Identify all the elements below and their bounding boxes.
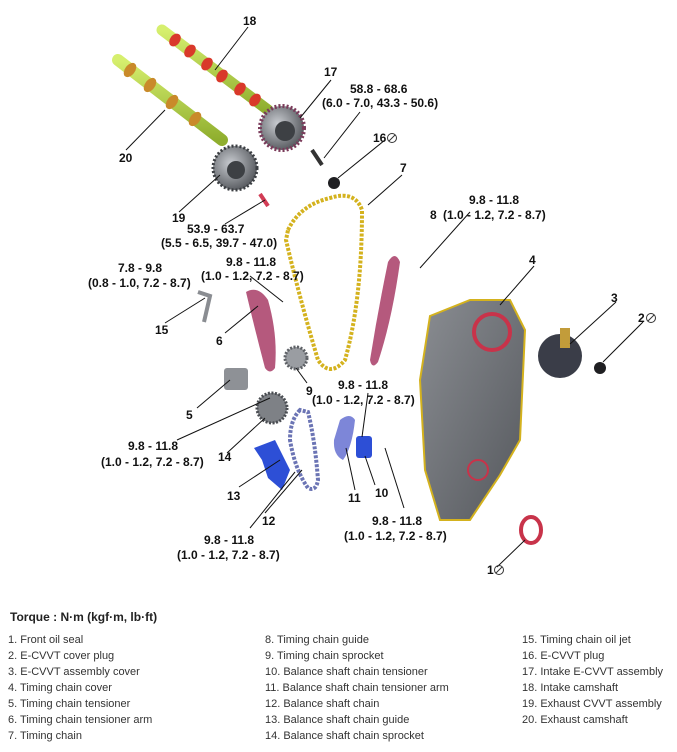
callout-4: 4 [529, 253, 536, 267]
timing-chain [283, 193, 365, 371]
torque-17-nm: 58.8 - 68.6 [350, 82, 408, 96]
balance-shaft-chain-tensioner-arm [333, 416, 355, 460]
timing-chain-tensioner-arm [246, 289, 276, 372]
legend-item: 15. Timing chain oil jet [522, 634, 631, 646]
legend-item: 19. Exhaust CVVT assembly [522, 698, 662, 710]
torque-19-kgf: (5.5 - 6.5, 39.7 - 47.0) [161, 236, 277, 250]
exhaust-cvvt-assembly [211, 144, 259, 192]
callout-19: 19 [172, 211, 186, 225]
callout-18: 18 [243, 14, 257, 28]
legend-item: 14. Balance shaft chain sprocket [265, 730, 424, 742]
leader-lines [125, 26, 644, 568]
balance-shaft-chain-tensioner [356, 436, 372, 458]
reuse-prohibited-icon [494, 565, 504, 575]
legend-column-2: 8. Timing chain guide 9. Timing chain sp… [265, 632, 522, 744]
torque-14-kgf: (1.0 - 1.2, 7.2 - 8.7) [101, 455, 204, 469]
callout-15: 15 [155, 323, 169, 337]
timing-chain-cover [418, 299, 527, 521]
torque-9-nm: 9.8 - 11.8 [338, 378, 388, 392]
torque-10-nm: 9.8 - 11.8 [372, 514, 422, 528]
legend-item: 1. Front oil seal [8, 634, 84, 646]
callout-7: 7 [400, 161, 407, 175]
cvvt-bolt [258, 192, 270, 208]
torque-19-nm: 53.9 - 63.7 [187, 222, 245, 236]
legend-item: 5. Timing chain tensioner [8, 698, 131, 710]
balance-shaft-chain [287, 407, 321, 491]
torque-14-nm: 9.8 - 11.8 [128, 439, 178, 453]
torque-8-nm: 9.8 - 11.8 [469, 193, 519, 207]
torque-8-kgf: (1.0 - 1.2, 7.2 - 8.7) [443, 208, 546, 222]
torque-17-kgf: (6.0 - 7.0, 43.3 - 50.6) [322, 96, 438, 110]
torque-12-nm: 9.8 - 11.8 [204, 533, 254, 547]
torque-15-kgf: (0.8 - 1.0, 7.2 - 8.7) [88, 276, 191, 290]
timing-chain-tensioner [224, 368, 248, 390]
legend-item: 6. Timing chain tensioner arm [8, 714, 153, 726]
torque-12-kgf: (1.0 - 1.2, 7.2 - 8.7) [177, 548, 280, 562]
ecvvt-plug [328, 177, 340, 189]
callout-12: 12 [262, 514, 276, 528]
callout-3: 3 [611, 291, 618, 305]
legend-item: 20. Exhaust camshaft [522, 714, 628, 726]
legend-title: Torque : N·m (kgf·m, lb·ft) [10, 610, 158, 624]
legend-column-1: 1. Front oil seal 2. E-CVVT cover plug 3… [8, 632, 265, 744]
legend-item: 10. Balance shaft chain tensioner [265, 666, 428, 678]
legend-item: 18. Intake camshaft [522, 682, 618, 694]
legend-item: 16. E-CVVT plug [522, 650, 605, 662]
callout-16: 16 [373, 131, 387, 145]
timing-chain-guide [370, 256, 400, 366]
callout-2: 2 [638, 311, 645, 325]
legend-item: 17. Intake E-CVVT assembly [522, 666, 664, 678]
callout-6: 6 [216, 334, 223, 348]
cover-seal-bore [467, 459, 489, 481]
torque-15-nm: 7.8 - 9.8 [118, 261, 162, 275]
callout-5: 5 [186, 408, 193, 422]
legend-item: 9. Timing chain sprocket [265, 650, 384, 662]
torque-6-nm: 9.8 - 11.8 [226, 255, 276, 269]
ecvvt-cover-plug [594, 362, 606, 374]
callout-11: 11 [348, 491, 361, 505]
exploded-view-diagram: 18 17 58.8 - 68.6 (6.0 - 7.0, 43.3 - 50.… [88, 14, 656, 577]
legend-item: 4. Timing chain cover [8, 682, 112, 694]
legend-item: 8. Timing chain guide [265, 634, 369, 646]
callout-13: 13 [227, 489, 241, 503]
legend-column-3: 15. Timing chain oil jet 16. E-CVVT plug… [522, 632, 673, 744]
callout-1: 1 [487, 563, 494, 577]
callout-8: 8 [430, 208, 437, 222]
exhaust-camshaft [112, 54, 228, 146]
torque-9-kgf: (1.0 - 1.2, 7.2 - 8.7) [312, 393, 415, 407]
reuse-prohibited-icon [646, 313, 656, 323]
front-oil-seal [519, 515, 543, 545]
torque-6-kgf: (1.0 - 1.2, 7.2 - 8.7) [201, 269, 304, 283]
legend-item: 3. E-CVVT assembly cover [8, 666, 140, 678]
ecvvt-assembly-cover [538, 328, 582, 378]
torque-10-kgf: (1.0 - 1.2, 7.2 - 8.7) [344, 529, 447, 543]
cam-bolt [310, 148, 324, 167]
callout-17: 17 [324, 65, 338, 79]
timing-chain-oil-jet [197, 290, 213, 323]
callout-9: 9 [306, 384, 313, 398]
callout-14: 14 [218, 450, 232, 464]
legend-item: 7. Timing chain [8, 730, 82, 742]
reuse-prohibited-icon [387, 133, 397, 143]
legend-item: 12. Balance shaft chain [265, 698, 380, 710]
balance-shaft-chain-sprocket [255, 391, 289, 425]
intake-ecvvt-assembly [258, 104, 306, 152]
callout-20: 20 [119, 151, 133, 165]
timing-chain-sprocket [283, 345, 309, 371]
legend-item: 11. Balance shaft chain tensioner arm [265, 682, 449, 694]
legend-item: 13. Balance shaft chain guide [265, 714, 410, 726]
callout-10: 10 [375, 486, 389, 500]
legend-item: 2. E-CVVT cover plug [8, 650, 115, 662]
parts-legend: Torque : N·m (kgf·m, lb·ft) 1. Front oil… [8, 610, 673, 744]
cover-opening [472, 312, 512, 352]
